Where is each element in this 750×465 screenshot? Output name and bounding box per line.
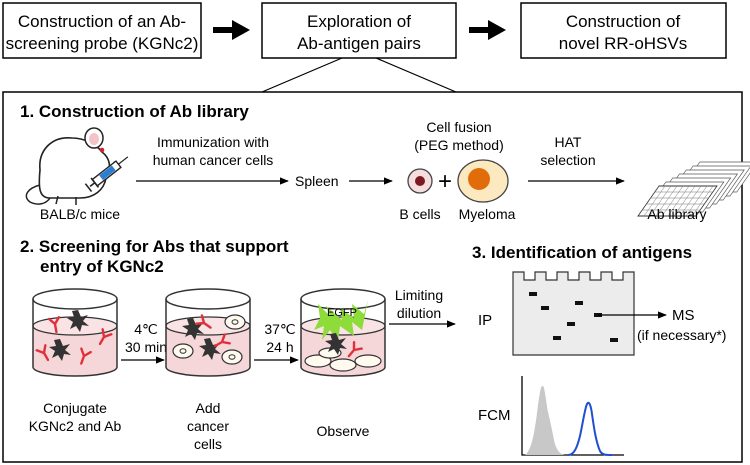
b-cells-label: B cells [399,206,440,222]
immunization-line-1: Immunization with [157,134,269,150]
hat-line-1: HAT [555,134,582,150]
step-c-label: Observe [317,423,370,439]
mice-label: BALB/c mice [40,206,120,222]
limiting-line-2: dilution [397,305,441,321]
egfp-label: EGFP [327,307,357,319]
immunization-line-2: human cancer cells [153,152,274,168]
cell-fusion-line-2: (PEG method) [414,137,503,153]
myeloma-icon [457,159,509,203]
step-b-line-3: cells [194,436,222,452]
section-1-title: 1. Construction of Ab library [20,102,249,121]
fcm-label: FCM [478,407,511,424]
plus-sign: + [438,168,452,195]
limiting-line-1: Limiting [395,287,443,303]
top-arrow-1 [213,20,250,40]
step-b-line-1: Add [196,400,221,416]
section-3-title: 3. Identification of antigens [472,243,692,262]
library-label: Ab library [647,206,706,222]
cond-1-line-2: 30 min [125,339,167,355]
well-conjugate [32,288,118,377]
fcm-histogram [521,376,624,456]
zoom-callout-lines [261,57,457,93]
top-step-2-box: Exploration of Ab-antigen pairs [261,2,457,59]
well-add-cells [165,288,251,377]
top-step-2-line-1: Exploration of [307,12,411,31]
cond-2-line-1: 37℃ [264,321,295,337]
cell-fusion-line-1: Cell fusion [426,119,491,135]
syringe-icon [84,156,129,193]
top-step-1-line-1: Construction of an Ab- [18,12,186,31]
step-a-line-1: Conjugate [43,400,107,416]
cond-2-line-2: 24 h [266,339,293,355]
well-observe: EGFP [300,288,386,377]
top-arrow-2 [469,20,506,40]
ms-note: (if necessary*) [637,327,726,343]
egfp-burst [314,300,368,342]
plate-stack-icon [637,161,750,217]
ip-label: IP [478,312,492,329]
top-step-1-box: Construction of an Ab- screening probe (… [2,2,202,59]
detail-frame [2,91,743,463]
ms-label: MS [672,307,695,324]
section-2-title-line-2: entry of KGNc2 [40,257,164,276]
hat-line-2: selection [540,152,595,168]
top-step-3-line-1: Construction of [566,12,681,31]
step-a-line-2: KGNc2 and Ab [29,418,122,434]
mouse-icon [25,127,117,205]
top-step-3-box: Construction of novel RR-oHSVs [520,2,727,59]
top-step-2-line-2: Ab-antigen pairs [297,34,421,53]
gel-image [512,271,635,356]
b-cell-icon [407,168,433,194]
spleen-label: Spleen [295,173,339,189]
section-2-title-line-1: 2. Screening for Abs that support [20,237,289,256]
cond-1-line-1: 4℃ [134,321,158,337]
top-step-3-line-2: novel RR-oHSVs [559,34,688,53]
top-step-1-line-2: screening probe (KGNc2) [6,34,199,53]
myeloma-label: Myeloma [459,206,516,222]
step-b-line-2: cancer [187,418,229,434]
